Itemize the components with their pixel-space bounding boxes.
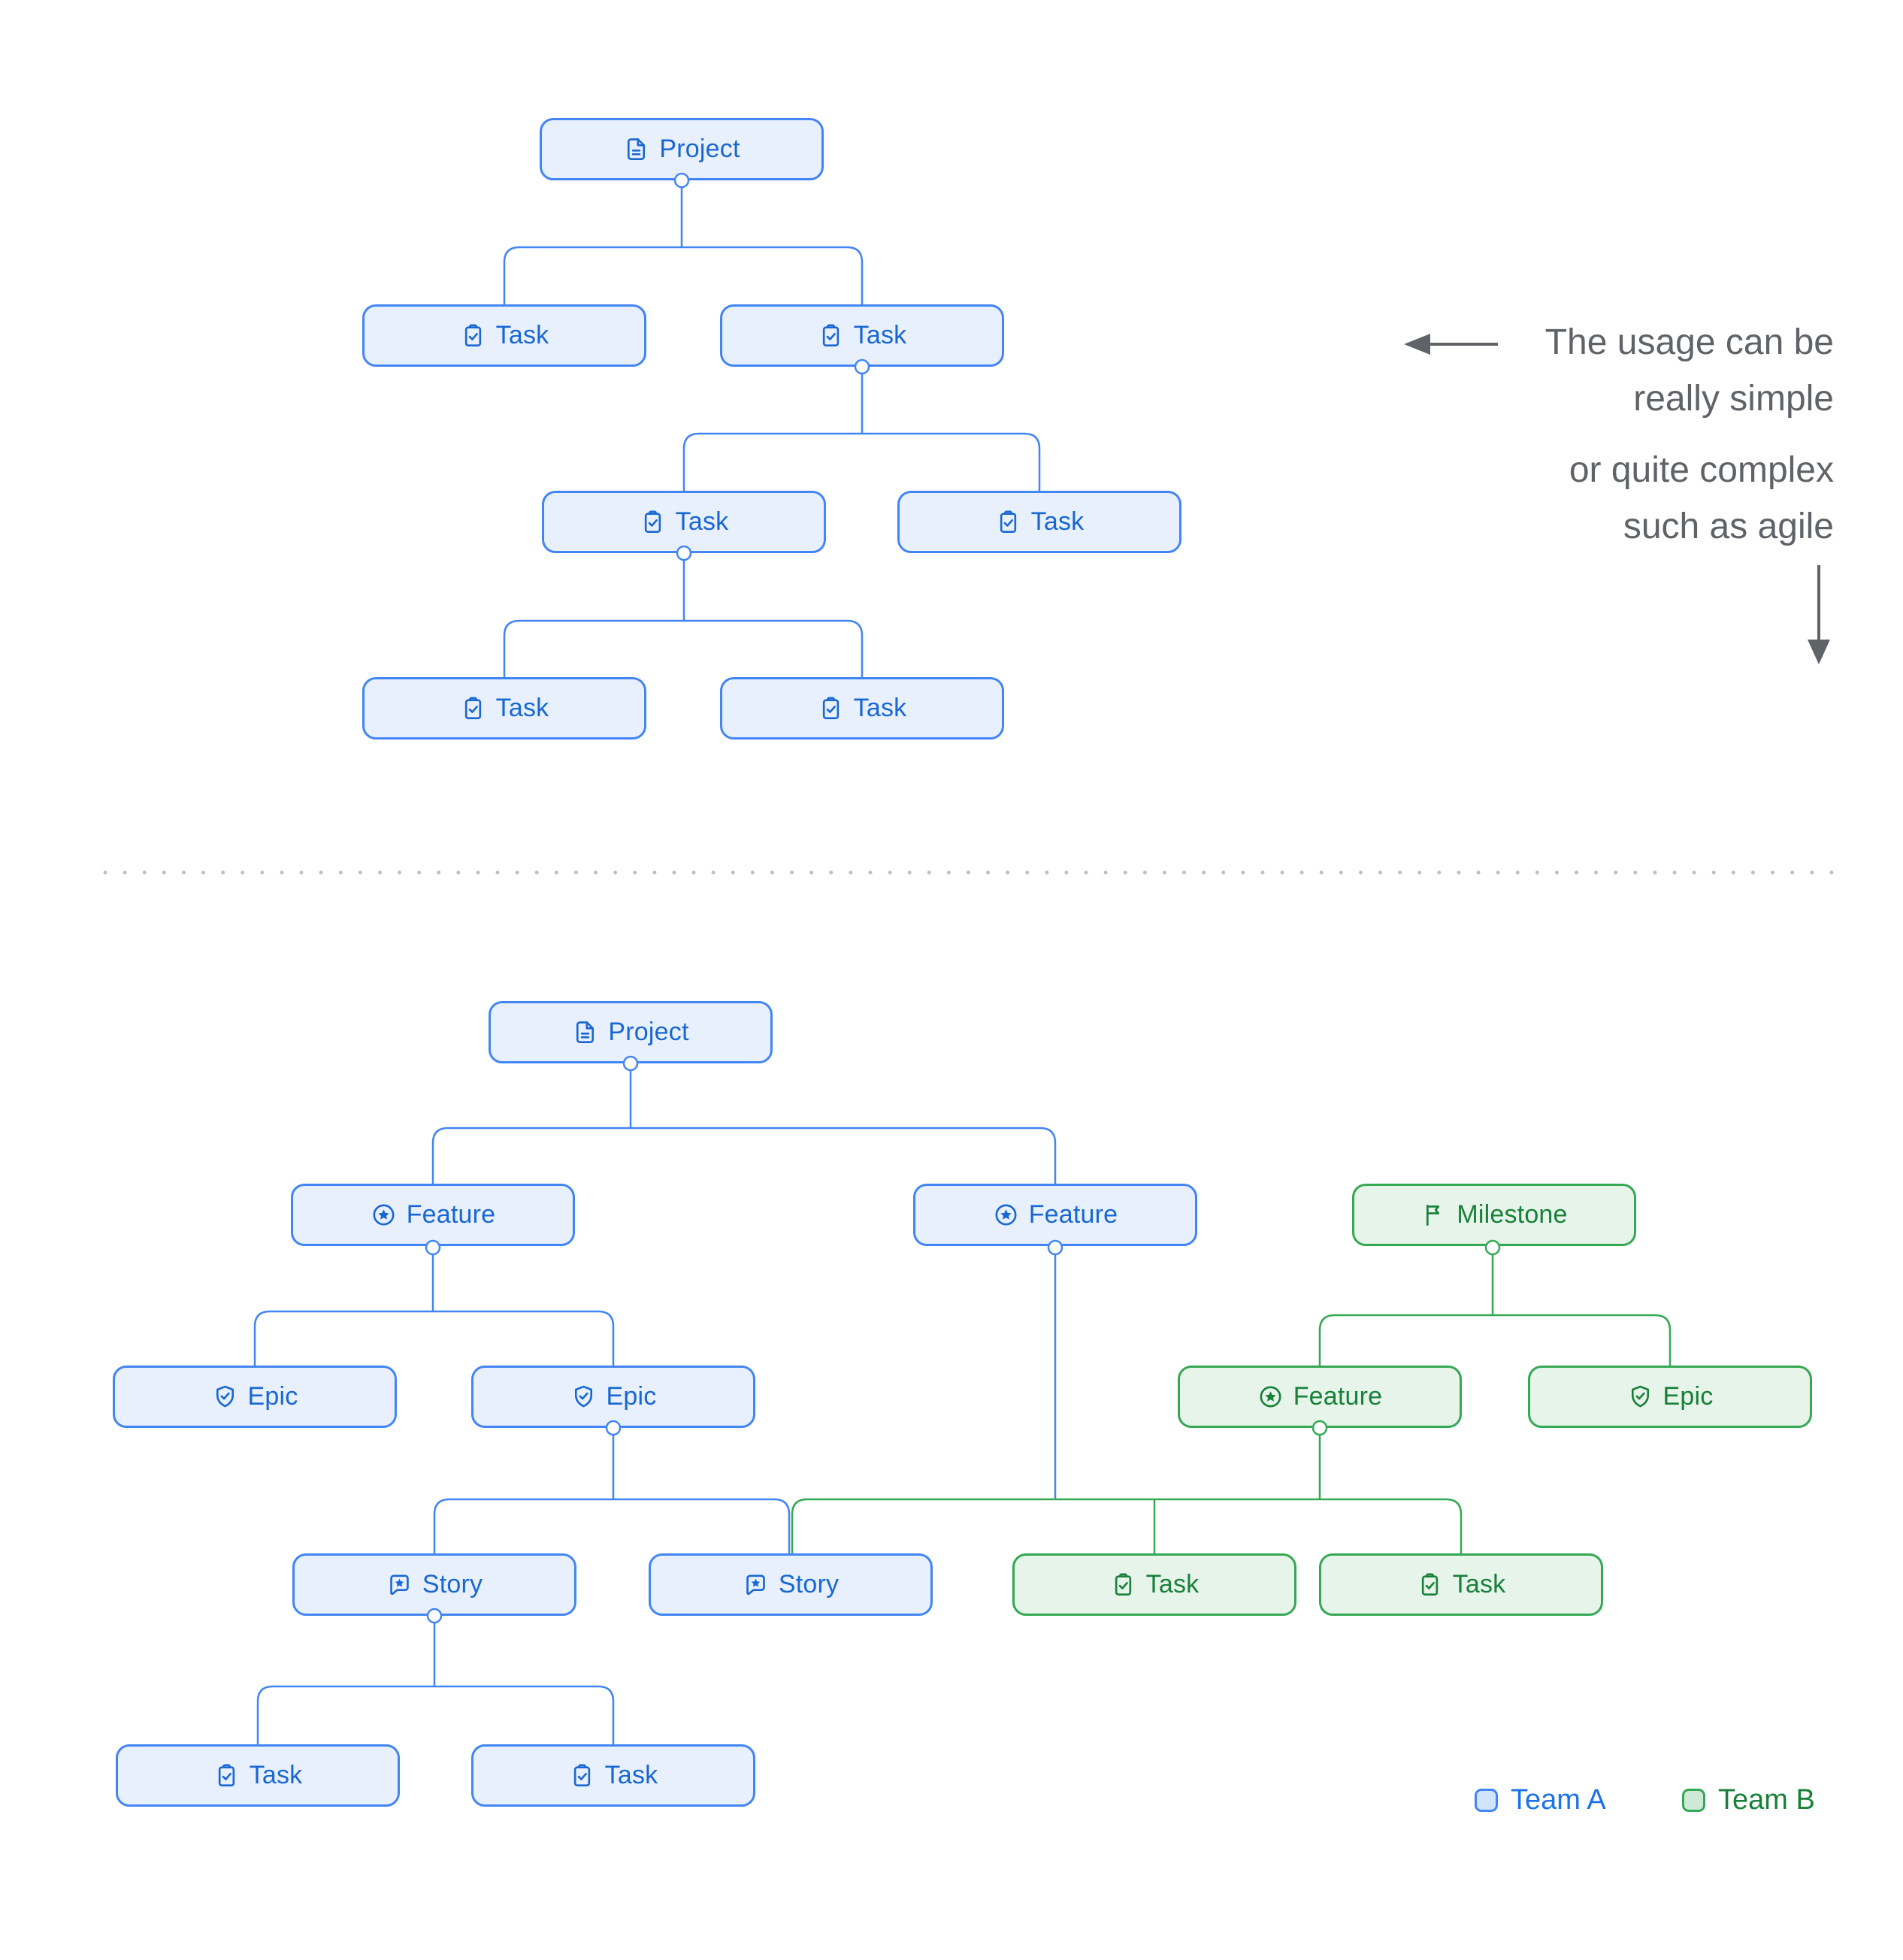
node-label: Epic — [1662, 1382, 1714, 1411]
node-label: Feature — [406, 1200, 496, 1229]
milestone-icon — [1426, 1204, 1440, 1226]
feature-icon — [1260, 1386, 1281, 1408]
node-label: Task — [1452, 1570, 1506, 1599]
epic-icon — [1631, 1385, 1649, 1408]
node-label: Task — [853, 321, 907, 349]
document-icon — [628, 138, 646, 160]
node-milestone[interactable]: Milestone — [1352, 1184, 1636, 1246]
team-b-swatch — [1682, 1789, 1705, 1812]
annotation-line: The usage can be — [1544, 322, 1834, 362]
node-label: Task — [1030, 507, 1085, 536]
node-label: Story — [422, 1570, 483, 1599]
node-label: Task — [495, 321, 549, 349]
node-label: Story — [778, 1570, 840, 1599]
node-label: Task — [1145, 1570, 1200, 1599]
annotation-simple: The usage can be really simple — [1545, 314, 1834, 427]
task-icon — [822, 697, 839, 719]
task-icon — [464, 697, 481, 719]
node-label: Epic — [606, 1382, 657, 1411]
epic-icon — [216, 1385, 234, 1408]
node-label: Task — [604, 1761, 658, 1789]
task-icon — [1000, 510, 1016, 533]
node-feature[interactable]: Feature — [1178, 1366, 1462, 1428]
task-icon — [573, 1764, 590, 1786]
team-a-label: Team A — [1511, 1784, 1606, 1816]
node-label: Milestone — [1457, 1200, 1568, 1229]
task-icon — [822, 324, 839, 346]
node-epic[interactable]: Epic — [1528, 1366, 1812, 1428]
node-task[interactable]: Task — [362, 304, 646, 367]
node-label: Project — [659, 135, 740, 163]
story-icon — [746, 1574, 765, 1596]
node-task[interactable]: Task — [1012, 1553, 1296, 1616]
node-label: Feature — [1028, 1200, 1118, 1229]
node-story[interactable]: Story — [649, 1553, 933, 1616]
node-feature[interactable]: Feature — [913, 1184, 1197, 1246]
node-task[interactable]: Task — [362, 677, 646, 740]
story-icon — [390, 1574, 409, 1596]
node-label: Task — [853, 694, 907, 722]
node-task[interactable]: Task — [897, 491, 1181, 553]
node-task[interactable]: Task — [720, 677, 1004, 740]
node-epic[interactable]: Epic — [113, 1366, 397, 1428]
legend-team-b: Team B — [1682, 1784, 1815, 1816]
node-task[interactable]: Task — [1319, 1553, 1603, 1616]
node-label: Feature — [1293, 1382, 1383, 1411]
team-b-label: Team B — [1718, 1784, 1815, 1816]
node-feature[interactable]: Feature — [291, 1184, 575, 1246]
node-task[interactable]: Task — [116, 1744, 400, 1807]
task-icon — [644, 510, 661, 533]
node-label: Project — [608, 1018, 689, 1046]
annotation-line: or quite complex — [1569, 450, 1834, 490]
node-label: Task — [495, 694, 549, 722]
node-epic[interactable]: Epic — [471, 1366, 755, 1428]
node-story[interactable]: Story — [292, 1553, 576, 1616]
node-label: Task — [675, 507, 729, 536]
task-icon — [1115, 1573, 1131, 1596]
team-a-swatch — [1475, 1789, 1498, 1812]
node-label: Task — [249, 1761, 303, 1789]
annotation-line: such as agile — [1623, 507, 1834, 546]
feature-icon — [373, 1204, 395, 1226]
feature-icon — [995, 1204, 1017, 1226]
task-icon — [1421, 1573, 1438, 1596]
node-task[interactable]: Task — [542, 491, 826, 553]
task-icon — [464, 324, 481, 346]
epic-icon — [574, 1385, 592, 1408]
node-project-simple[interactable]: Project — [540, 118, 824, 180]
down-arrow-icon — [1808, 565, 1830, 664]
left-arrow-icon — [1404, 334, 1498, 355]
node-task[interactable]: Task — [471, 1744, 755, 1807]
task-icon — [218, 1764, 234, 1786]
node-project-complex[interactable]: Project — [489, 1001, 773, 1063]
node-label: Epic — [247, 1382, 298, 1411]
annotation-line: really simple — [1633, 379, 1834, 419]
node-task[interactable]: Task — [720, 304, 1004, 367]
legend-team-a: Team A — [1475, 1784, 1606, 1816]
annotation-complex: or quite complex such as agile — [1569, 442, 1834, 555]
document-icon — [576, 1021, 594, 1043]
